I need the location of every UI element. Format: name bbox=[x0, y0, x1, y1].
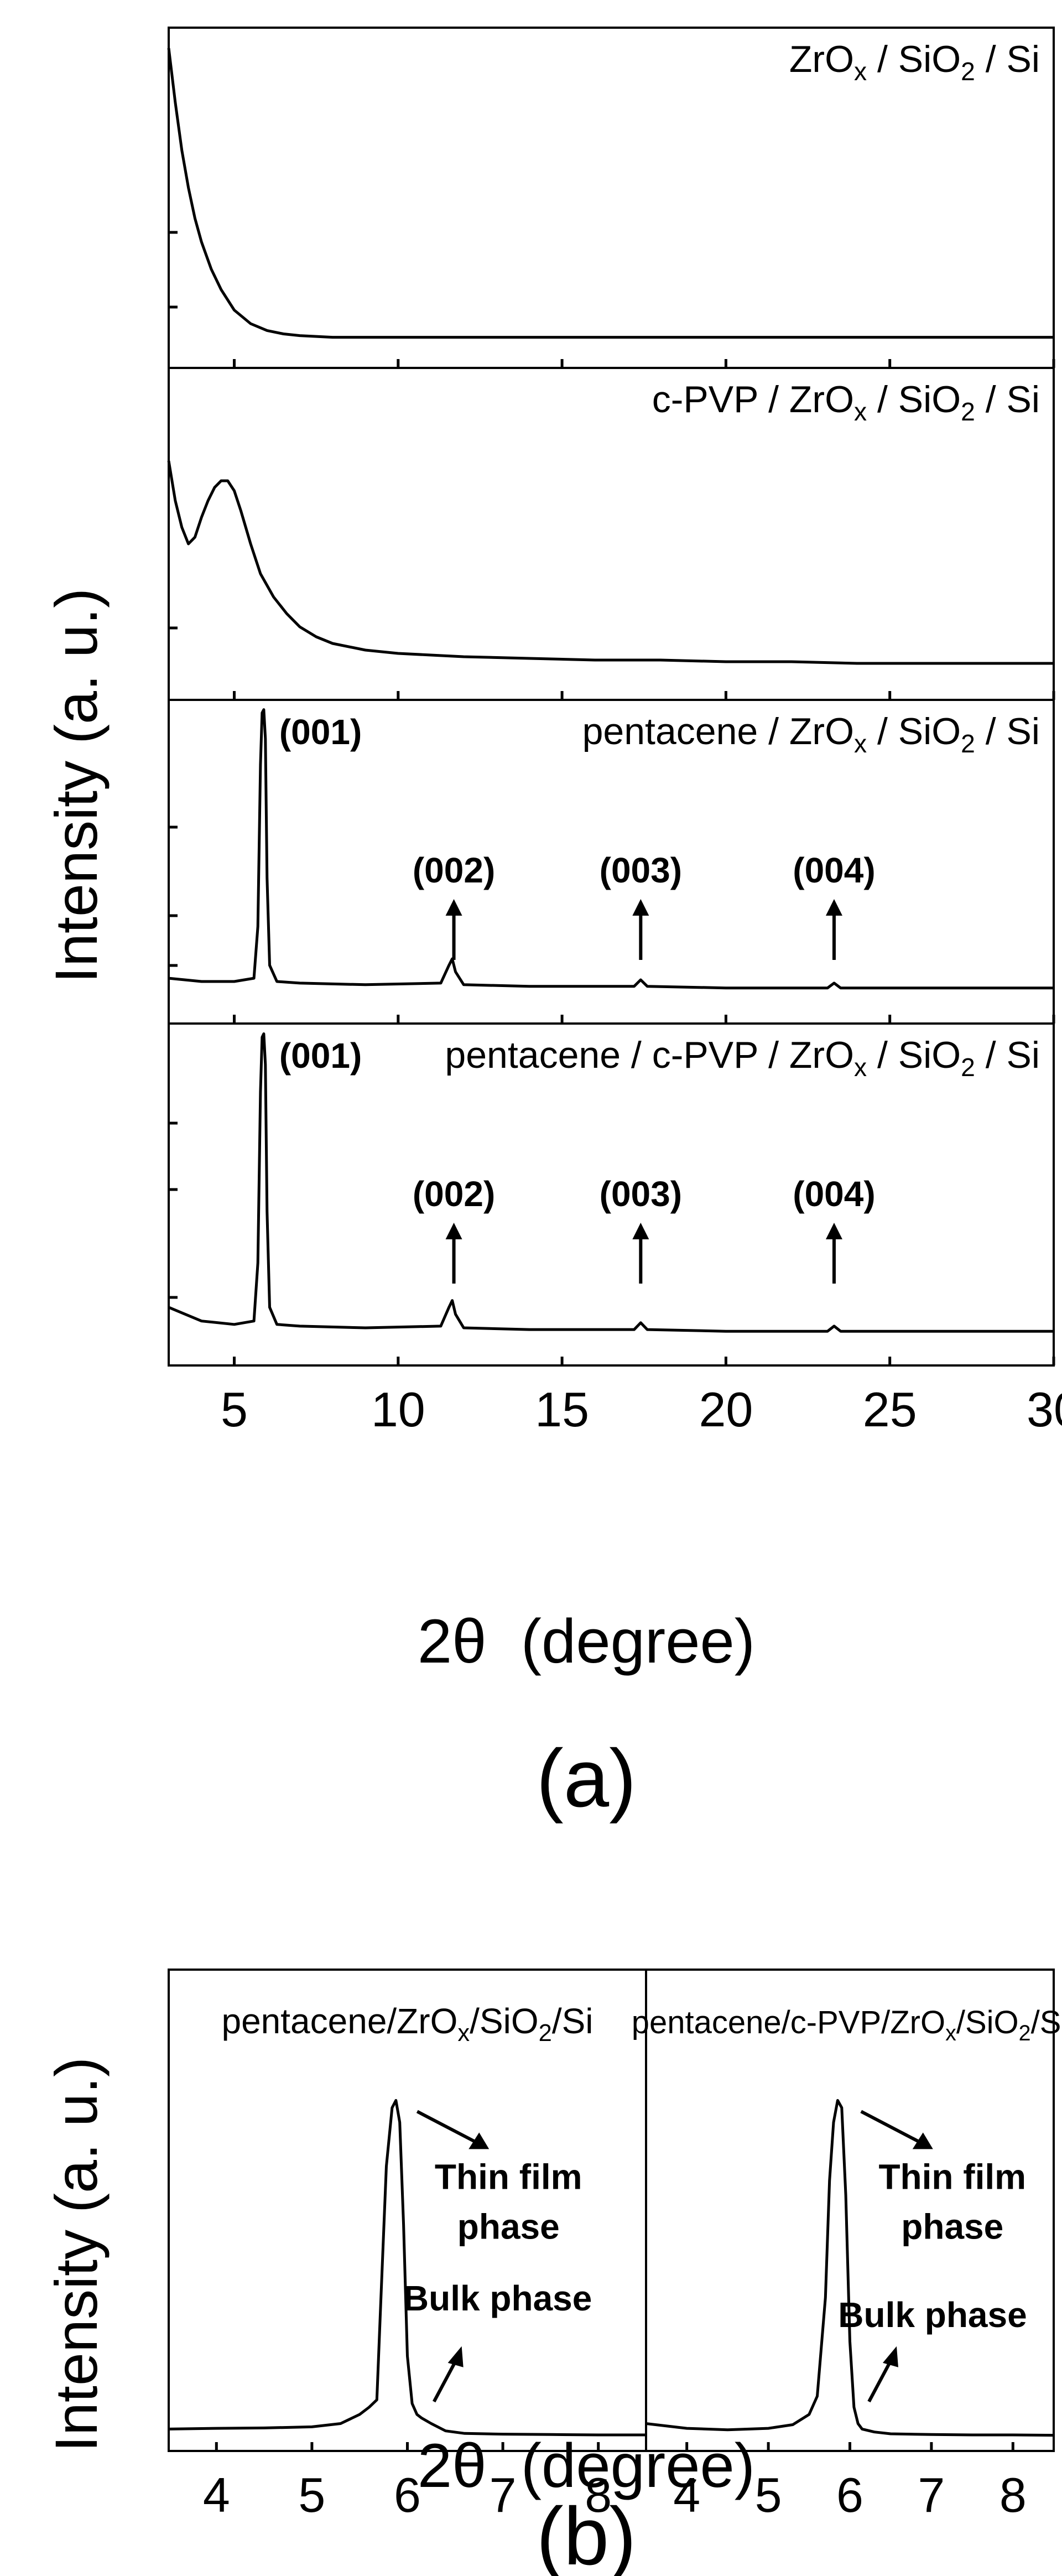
subplot-sample-label: c-PVP / ZrOx / SiO2 / Si bbox=[652, 378, 1040, 426]
x-tick-label: 30 bbox=[1027, 1382, 1062, 1437]
subplot-sample-label: pentacene / c-PVP / ZrOx / SiO2 / Si bbox=[445, 1034, 1040, 1082]
plot-area: ZrOx / SiO2 / Sic-PVP / ZrOx / SiO2 / Si… bbox=[167, 27, 1062, 2522]
peak-arrow-head bbox=[632, 899, 649, 916]
thin-film-phase-label: phase bbox=[457, 2206, 560, 2246]
series-line bbox=[167, 460, 1054, 665]
panel-a-y-axis-label: Intensity (a. u.) bbox=[43, 588, 110, 983]
label-subscript: x bbox=[854, 57, 867, 86]
label-segment: pentacene/ZrO bbox=[221, 2001, 457, 2041]
x-tick-label: 8 bbox=[585, 2468, 612, 2522]
label-segment: /SiO bbox=[956, 2004, 1019, 2040]
x-tick-label: 20 bbox=[699, 1382, 753, 1437]
label-segment: / Si bbox=[975, 710, 1040, 752]
x-tick-label: 6 bbox=[394, 2468, 421, 2522]
series-line bbox=[645, 2099, 1054, 2437]
label-segment: /Si bbox=[1031, 2004, 1062, 2040]
panel-b-x-axis-label: 2θ (degree) bbox=[418, 2431, 755, 2500]
label-segment: pentacene / ZrO bbox=[582, 710, 854, 752]
label-subscript: 2 bbox=[539, 2020, 552, 2047]
peak-arrow-head bbox=[445, 1223, 462, 1239]
label-subscript: 2 bbox=[961, 57, 975, 86]
peak-label: (004) bbox=[793, 1174, 875, 1214]
bulk-arrow-head bbox=[882, 2346, 898, 2367]
bulk-arrow-head bbox=[447, 2346, 464, 2367]
label-segment: / SiO bbox=[867, 378, 961, 420]
label-subscript: x bbox=[854, 397, 867, 426]
panel-a-figure-label: (a) bbox=[537, 1733, 637, 1824]
x-tick-label: 7 bbox=[490, 2468, 517, 2522]
subplot-sample-label: pentacene / ZrOx / SiO2 / Si bbox=[582, 710, 1040, 758]
label-segment: / Si bbox=[975, 378, 1040, 420]
label-segment: /SiO bbox=[470, 2001, 538, 2041]
label-segment: / Si bbox=[975, 1034, 1040, 1076]
label-subscript: 2 bbox=[961, 1053, 975, 1082]
subplot-sample-label: ZrOx / SiO2 / Si bbox=[789, 38, 1040, 86]
thin-film-phase-label: Thin film bbox=[435, 2157, 582, 2196]
subplot-sample-label: pentacene/c-PVP/ZrOx/SiO2/Si bbox=[632, 2004, 1062, 2045]
subplot-frame bbox=[168, 1022, 1055, 1367]
x-tick-label: 8 bbox=[999, 2468, 1027, 2522]
subplot-frame bbox=[168, 1969, 647, 2452]
series-line bbox=[168, 2099, 646, 2437]
bulk-arrow-shaft bbox=[867, 2359, 893, 2403]
x-tick-label: 5 bbox=[755, 2468, 782, 2522]
label-segment: ZrO bbox=[789, 38, 854, 80]
label-segment: /Si bbox=[552, 2001, 594, 2041]
label-segment: pentacene/c-PVP/ZrO bbox=[632, 2004, 945, 2040]
thin-film-arrow-head bbox=[468, 2132, 490, 2149]
x-tick-label: 5 bbox=[221, 1382, 248, 1437]
x-tick-label: 7 bbox=[918, 2468, 945, 2522]
peak-label: (003) bbox=[600, 1174, 682, 1214]
label-subscript: x bbox=[854, 1053, 867, 1082]
thin-film-arrow-shaft bbox=[416, 2110, 482, 2147]
panel-b-y-axis-label: Intensity (a. u.) bbox=[43, 2057, 110, 2452]
x-tick-label: 10 bbox=[371, 1382, 425, 1437]
label-segment: pentacene / c-PVP / ZrO bbox=[445, 1034, 854, 1076]
peak-label: (001) bbox=[279, 1036, 362, 1076]
label-subscript: 2 bbox=[1019, 2021, 1031, 2045]
thin-film-phase-label: Thin film bbox=[878, 2157, 1026, 2196]
label-subscript: x bbox=[457, 2020, 470, 2047]
peak-label: (002) bbox=[413, 850, 495, 890]
label-subscript: 2 bbox=[961, 397, 975, 426]
bulk-phase-label: Bulk phase bbox=[403, 2278, 592, 2318]
label-segment: / SiO bbox=[867, 38, 961, 80]
peak-label: (003) bbox=[600, 850, 682, 890]
thin-film-arrow-head bbox=[912, 2132, 933, 2149]
peak-label: (002) bbox=[413, 1174, 495, 1214]
panel-a-x-axis-label: 2θ (degree) bbox=[418, 1607, 755, 1676]
label-segment: c-PVP / ZrO bbox=[652, 378, 854, 420]
peak-label: (001) bbox=[279, 712, 362, 752]
peak-label: (004) bbox=[793, 850, 875, 890]
label-subscript: x bbox=[945, 2021, 956, 2045]
thin-film-phase-label: phase bbox=[901, 2206, 1003, 2246]
x-tick-label: 15 bbox=[535, 1382, 589, 1437]
label-subscript: 2 bbox=[961, 729, 975, 758]
peak-arrow-head bbox=[825, 1223, 842, 1239]
x-tick-label: 6 bbox=[836, 2468, 863, 2522]
series-line bbox=[168, 708, 1054, 990]
x-tick-label: 25 bbox=[863, 1382, 917, 1437]
bulk-arrow-shaft bbox=[433, 2359, 458, 2403]
label-segment: / SiO bbox=[867, 710, 961, 752]
peak-arrow-head bbox=[825, 899, 842, 916]
x-tick-label: 4 bbox=[203, 2468, 230, 2522]
series-line bbox=[168, 1032, 1054, 1333]
thin-film-arrow-shaft bbox=[860, 2110, 926, 2147]
bulk-phase-label: Bulk phase bbox=[838, 2295, 1027, 2335]
label-segment: / Si bbox=[975, 38, 1040, 80]
x-tick-label: 4 bbox=[673, 2468, 700, 2522]
series-line bbox=[167, 48, 1054, 339]
peak-arrow-head bbox=[445, 899, 462, 916]
peak-arrow-head bbox=[632, 1223, 649, 1239]
panel-b-figure-label: (b) bbox=[537, 2491, 637, 2576]
x-tick-label: 5 bbox=[298, 2468, 325, 2522]
label-segment: / SiO bbox=[867, 1034, 961, 1076]
label-subscript: x bbox=[854, 729, 867, 758]
subplot-sample-label: pentacene/ZrOx/SiO2/Si bbox=[221, 2001, 593, 2047]
